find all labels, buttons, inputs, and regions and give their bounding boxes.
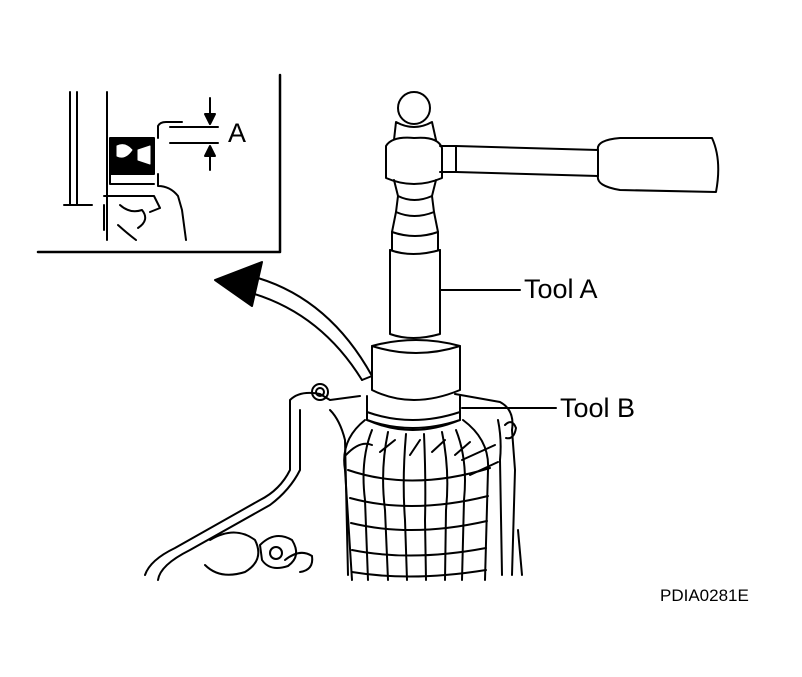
hammer-handle xyxy=(439,145,457,173)
tool-b xyxy=(366,395,461,431)
detail-inset xyxy=(36,73,282,254)
inset-case-wall xyxy=(63,91,93,206)
inset-frame xyxy=(36,73,282,254)
tool-a xyxy=(371,231,461,401)
tool-b-label: Tool B xyxy=(560,393,636,423)
dimension-a-label: A xyxy=(228,118,247,148)
hammer xyxy=(385,91,720,233)
gear-housing xyxy=(343,419,491,581)
inset-dim-line xyxy=(169,126,219,144)
tool-a-label: Tool A xyxy=(524,274,598,304)
inset-housing xyxy=(157,121,187,241)
transmission-case xyxy=(144,383,523,581)
pointer-arrow xyxy=(214,261,373,381)
figure-code: PDIA0281E xyxy=(660,586,749,605)
